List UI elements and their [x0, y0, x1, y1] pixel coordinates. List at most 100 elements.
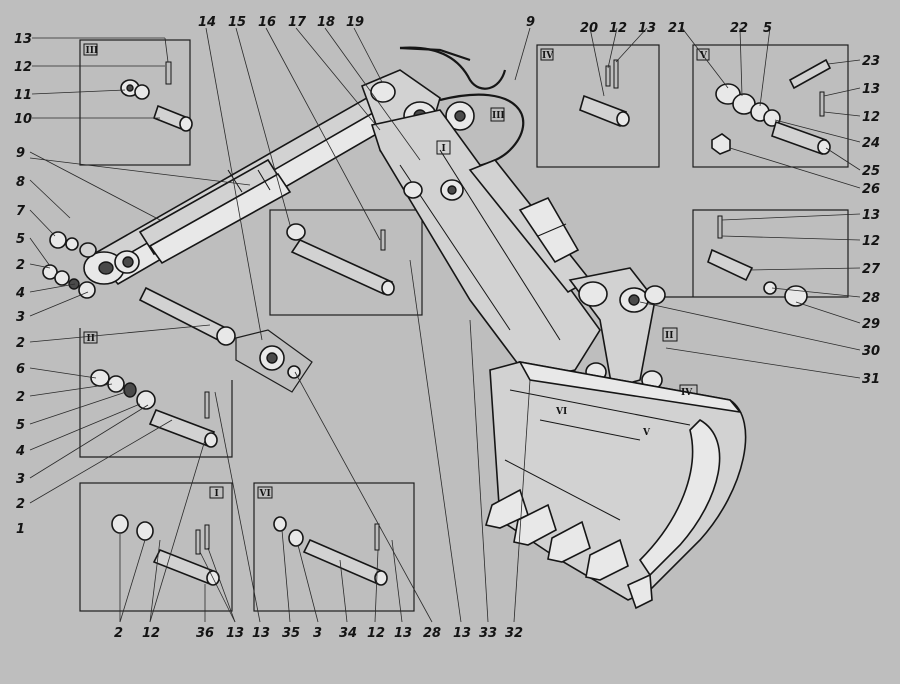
callout-13-bottom-2: 13	[252, 626, 270, 641]
frame-tag-iii	[83, 43, 98, 56]
callout-13-bottom-4: 13	[453, 626, 471, 641]
callout-2-d: 2	[16, 497, 25, 512]
detail-iii-parts	[120, 61, 193, 132]
callout-7: 7	[16, 204, 26, 219]
callout-12-bottom-2: 12	[367, 626, 385, 641]
detail-27-29-parts	[707, 215, 808, 307]
detail-frame-ii	[79, 328, 233, 458]
bucket-teeth	[484, 488, 653, 610]
callout-12-bottom-1: 12	[142, 626, 160, 641]
detail-frame-iii	[79, 39, 191, 166]
view-tags: III II I VI V IV I III II VI V IV	[86, 46, 709, 499]
frame-tag-iv-box	[540, 48, 554, 61]
callout-1: 1	[16, 522, 25, 537]
callout-32: 32	[505, 626, 523, 641]
callout-21: 21	[668, 21, 686, 36]
callout-14: 14	[198, 15, 216, 30]
detail-frame-vi	[253, 482, 415, 612]
callout-26: 26	[862, 182, 880, 197]
detail-frame-v	[692, 44, 849, 168]
callout-12-left: 12	[14, 60, 32, 75]
callout-13-bottom-3: 13	[394, 626, 412, 641]
frame-tag-i	[209, 486, 224, 499]
callout-13-top: 13	[638, 21, 656, 36]
callout-11: 11	[14, 88, 32, 103]
callout-2-a: 2	[16, 258, 25, 273]
callout-28-bottom: 28	[423, 626, 441, 641]
detail-frame-i	[79, 482, 233, 612]
callout-20: 20	[580, 21, 598, 36]
detail-ii-parts	[90, 369, 218, 448]
pin-6-parts	[138, 286, 313, 393]
view-marker-iii: III	[492, 111, 505, 121]
frame-tag-vi	[257, 486, 273, 499]
detail-iv-parts	[579, 59, 630, 128]
callout-2-c: 2	[16, 390, 25, 405]
callout-24: 24	[862, 136, 880, 151]
callout-12-top: 12	[609, 21, 627, 36]
callout-3-a: 3	[16, 310, 25, 325]
leader-lines	[29, 27, 861, 623]
loose-parts-7-8	[42, 231, 96, 299]
view-tag-vi-frame: VI	[259, 489, 271, 499]
callout-18: 18	[317, 15, 335, 30]
callout-13-right-2: 13	[862, 208, 880, 223]
detail-v-parts	[711, 58, 832, 156]
bucket	[484, 360, 747, 610]
detail-frame-iv	[536, 44, 660, 168]
callout-16: 16	[258, 15, 276, 30]
view-tag-iii-frame: III	[86, 46, 99, 56]
view-tag-i-frame: I	[215, 489, 219, 499]
callout-17: 17	[288, 15, 307, 30]
callout-12-right-1: 12	[862, 110, 880, 125]
callout-3-bottom: 3	[313, 626, 322, 641]
detail-i-parts	[111, 514, 220, 586]
detail-vi-parts	[273, 516, 388, 586]
callout-5-b: 5	[16, 418, 25, 433]
callout-15: 15	[228, 15, 246, 30]
callout-13-bottom-1: 13	[226, 626, 244, 641]
callout-19: 19	[346, 15, 364, 30]
callout-25: 25	[862, 164, 880, 179]
callout-33: 33	[479, 626, 497, 641]
view-marker-v: V	[642, 428, 651, 438]
detail-pin-16-parts	[286, 223, 395, 296]
view-marker-ii: II	[665, 331, 673, 341]
callout-23: 23	[862, 54, 880, 69]
frame-tag-ii	[83, 331, 98, 344]
callout-12-right-2: 12	[862, 234, 880, 249]
view-marker-vi: VI	[555, 407, 567, 417]
callout-30: 30	[862, 344, 880, 359]
callout-36: 36	[196, 626, 214, 641]
callout-numbers: 13 12 11 10 9 8 7 5 2 4 3 2 6 2 5 4 3 2 …	[14, 15, 881, 641]
detail-frame-27-29	[650, 209, 849, 298]
callout-9-top: 9	[526, 15, 535, 30]
callout-27: 27	[862, 262, 881, 277]
callout-31: 31	[862, 372, 880, 387]
callout-29: 29	[862, 317, 880, 332]
callout-3-b: 3	[16, 472, 25, 487]
view-marker-i: I	[442, 144, 446, 154]
callout-6: 6	[16, 362, 25, 377]
callout-5-left: 5	[16, 232, 25, 247]
callout-13-right-1: 13	[862, 82, 880, 97]
view-tag-v-frame: V	[699, 51, 708, 61]
callout-13-top-left: 13	[14, 32, 32, 47]
callout-4-b: 4	[15, 444, 25, 459]
callout-22: 22	[730, 21, 748, 36]
callout-10: 10	[14, 112, 32, 127]
callout-2-bottom: 2	[114, 626, 123, 641]
callout-4-a: 4	[15, 286, 25, 301]
callout-5-top: 5	[763, 21, 772, 36]
callout-9-left: 9	[16, 146, 25, 161]
callout-2-b: 2	[16, 336, 25, 351]
callout-34: 34	[339, 626, 357, 641]
view-tag-iv-frame: IV	[542, 51, 554, 61]
callout-35: 35	[282, 626, 300, 641]
detail-frame-pin-16	[269, 209, 423, 316]
callout-8: 8	[16, 175, 25, 190]
view-tag-ii-frame: II	[87, 334, 95, 344]
view-marker-iv: IV	[681, 388, 693, 398]
